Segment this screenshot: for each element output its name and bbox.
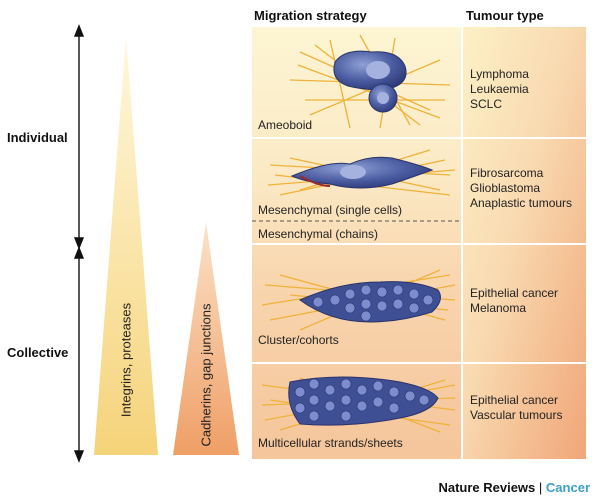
tumour-item: Leukaemia [470,82,529,96]
row-label-cluster: Cluster/cohorts [258,333,339,347]
brand-separator: | [538,480,543,495]
row-separators [252,27,586,459]
tumour-item: Epithelial cancer [470,393,559,407]
tumour-item: Vascular tumours [470,408,563,422]
mesenchymal-illustration [267,149,456,196]
row-label-mesenchymal-chains: Mesenchymal (chains) [258,227,379,241]
tumour-item: Epithelial cancer [470,286,559,300]
ameoboid-illustration [289,34,451,129]
row-label-strands: Multicellular strands/sheets [258,436,403,450]
tumour-item: Anaplastic tumours [470,196,573,210]
integrins-wedge-label: Integrins, proteases [118,302,134,418]
collective-arrow [73,246,85,463]
tumour-item: SCLC [470,97,503,111]
tumour-list-ameoboid: Lymphoma Leukaemia SCLC [470,67,529,112]
tumour-item: Melanoma [470,301,527,315]
tumour-item: Glioblastoma [470,181,541,195]
journal-credit: Nature Reviews | Cancer [438,480,590,495]
tumour-list-strands: Epithelial cancer Vascular tumours [470,393,562,423]
individual-arrow [73,24,85,250]
brand-name: Nature Reviews [438,480,536,495]
tumour-item: Fibrosarcoma [470,166,544,180]
integrins-wedge [94,36,158,455]
strands-illustration [261,376,456,433]
tumour-list-mesenchymal: Fibrosarcoma Glioblastoma Anaplastic tum… [470,166,572,211]
collective-label: Collective [7,345,69,360]
cadherins-wedge-label: Cadherins, gap junctions [198,303,214,447]
journal-name: Cancer [545,480,590,495]
individual-label: Individual [7,130,68,145]
tumour-item: Lymphoma [470,67,529,81]
tumour-type-header: Tumour type [466,8,544,23]
row-label-ameoboid: Ameoboid [258,118,313,132]
cadherins-wedge [173,222,239,455]
row-label-mesenchymal-single: Mesenchymal (single cells) [258,203,403,217]
tumour-list-cluster: Epithelial cancer Melanoma [470,286,558,316]
migration-strategy-header: Migration strategy [254,8,367,23]
cluster-illustration [261,269,456,331]
